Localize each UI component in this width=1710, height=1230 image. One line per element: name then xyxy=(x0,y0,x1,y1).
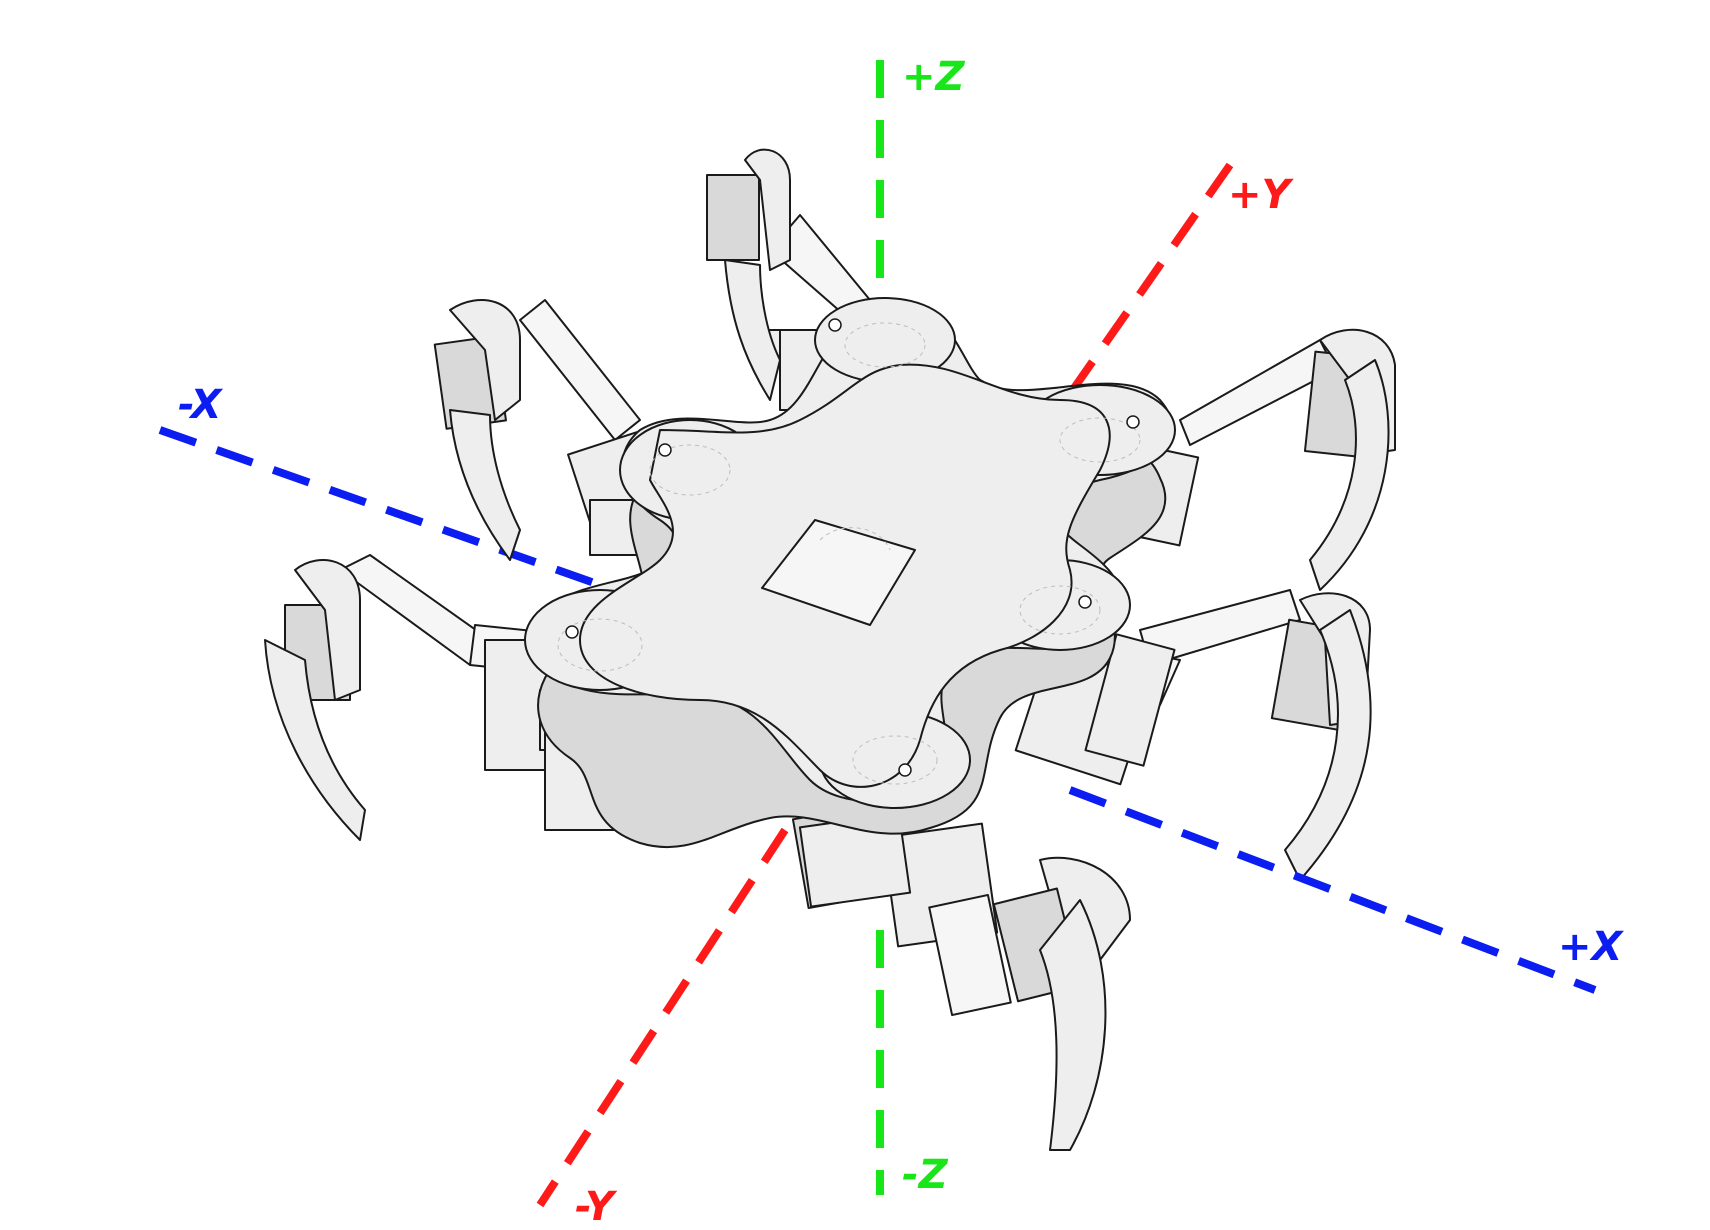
z-positive-label: +Z xyxy=(902,54,966,100)
axis-labels: +Z -Z +Y -Y -X +X xyxy=(178,54,1625,1230)
servo-horn-hints xyxy=(557,322,1141,785)
z-negative-label: -Z xyxy=(902,1152,949,1198)
x-positive-label: +X xyxy=(1558,924,1625,970)
y-axis-line-negative xyxy=(536,827,789,1208)
axes-front xyxy=(536,786,1597,1208)
leg-left-rear xyxy=(433,299,641,561)
hexapod-robot xyxy=(264,148,1396,1151)
body-center-opening xyxy=(761,519,916,626)
y-negative-label: -Y xyxy=(575,1184,618,1230)
x-axis-line-positive xyxy=(1068,786,1597,994)
x-negative-label: -X xyxy=(178,382,224,428)
leg-right-rear xyxy=(1179,328,1396,591)
y-positive-label: +Y xyxy=(1228,172,1295,218)
plate-bolts xyxy=(565,318,1140,777)
